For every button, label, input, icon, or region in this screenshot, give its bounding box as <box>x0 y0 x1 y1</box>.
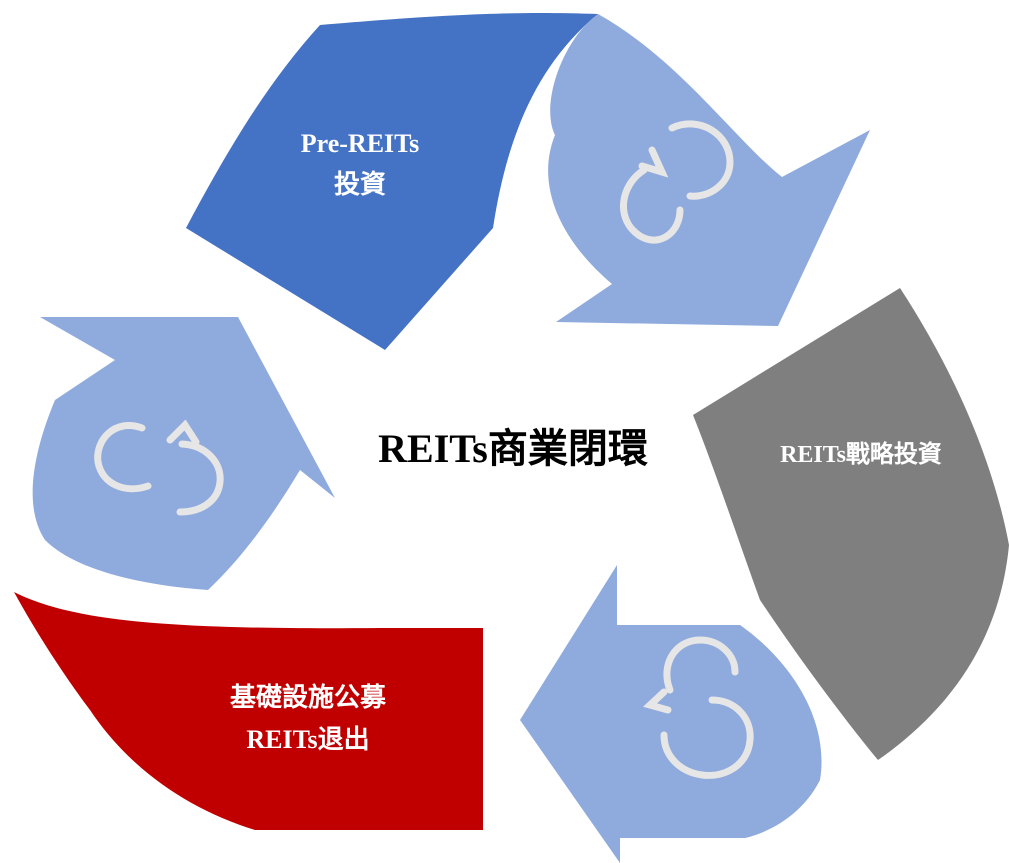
diagram-title: REITs商業閉環 <box>378 426 648 471</box>
segment-exit-line2: REITs退出 <box>246 725 369 754</box>
segment-exit <box>14 592 483 830</box>
segment-strategy <box>693 288 1009 760</box>
segment-exit-line1: 基礎設施公募 <box>230 682 387 712</box>
cycle-icon-top-right <box>620 120 734 244</box>
cycle-icon-bottom-right <box>643 636 754 779</box>
arrow-bottom-right <box>520 565 822 863</box>
cycle-icon-left <box>94 419 224 516</box>
segment-pre-reits-line2: 投資 <box>334 170 386 199</box>
segment-strategy-label: REITs戰略投資 <box>780 440 942 468</box>
arrow-top-right <box>548 14 870 326</box>
arrow-left <box>32 317 335 590</box>
segment-pre-reits-line1: Pre-REITs <box>301 129 419 158</box>
segment-pre-reits <box>186 13 598 350</box>
